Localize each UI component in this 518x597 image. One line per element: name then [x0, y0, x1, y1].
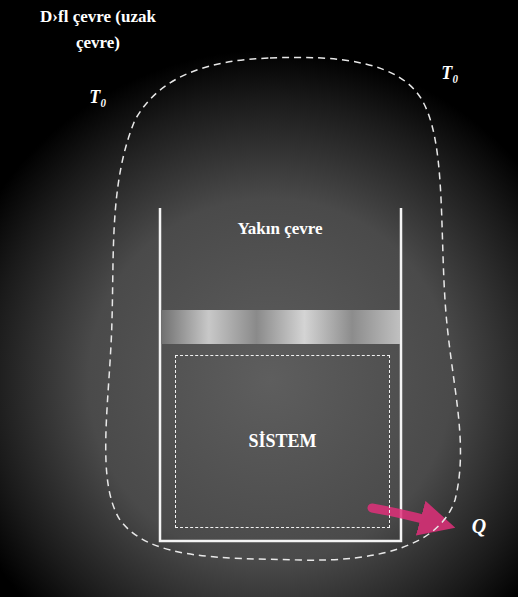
heat-symbol: Q — [472, 511, 486, 541]
system-box: SİSTEM — [175, 355, 390, 528]
dashed-boundary — [106, 57, 461, 560]
temperature-label: T₀ — [89, 84, 106, 111]
region-label: D›fl çevre (uzak çevre) — [38, 4, 158, 55]
temperature-label: T₀ — [441, 60, 458, 87]
system-label: SİSTEM — [248, 428, 316, 455]
surroundings-boundary: T₀ Yakın çevreSİSTEM — [100, 50, 470, 570]
boundary-outline — [100, 50, 470, 570]
cylinder — [160, 208, 401, 541]
piston — [161, 310, 400, 344]
region-label: Yakın çevre — [237, 216, 322, 242]
heat-arrow — [372, 508, 438, 523]
